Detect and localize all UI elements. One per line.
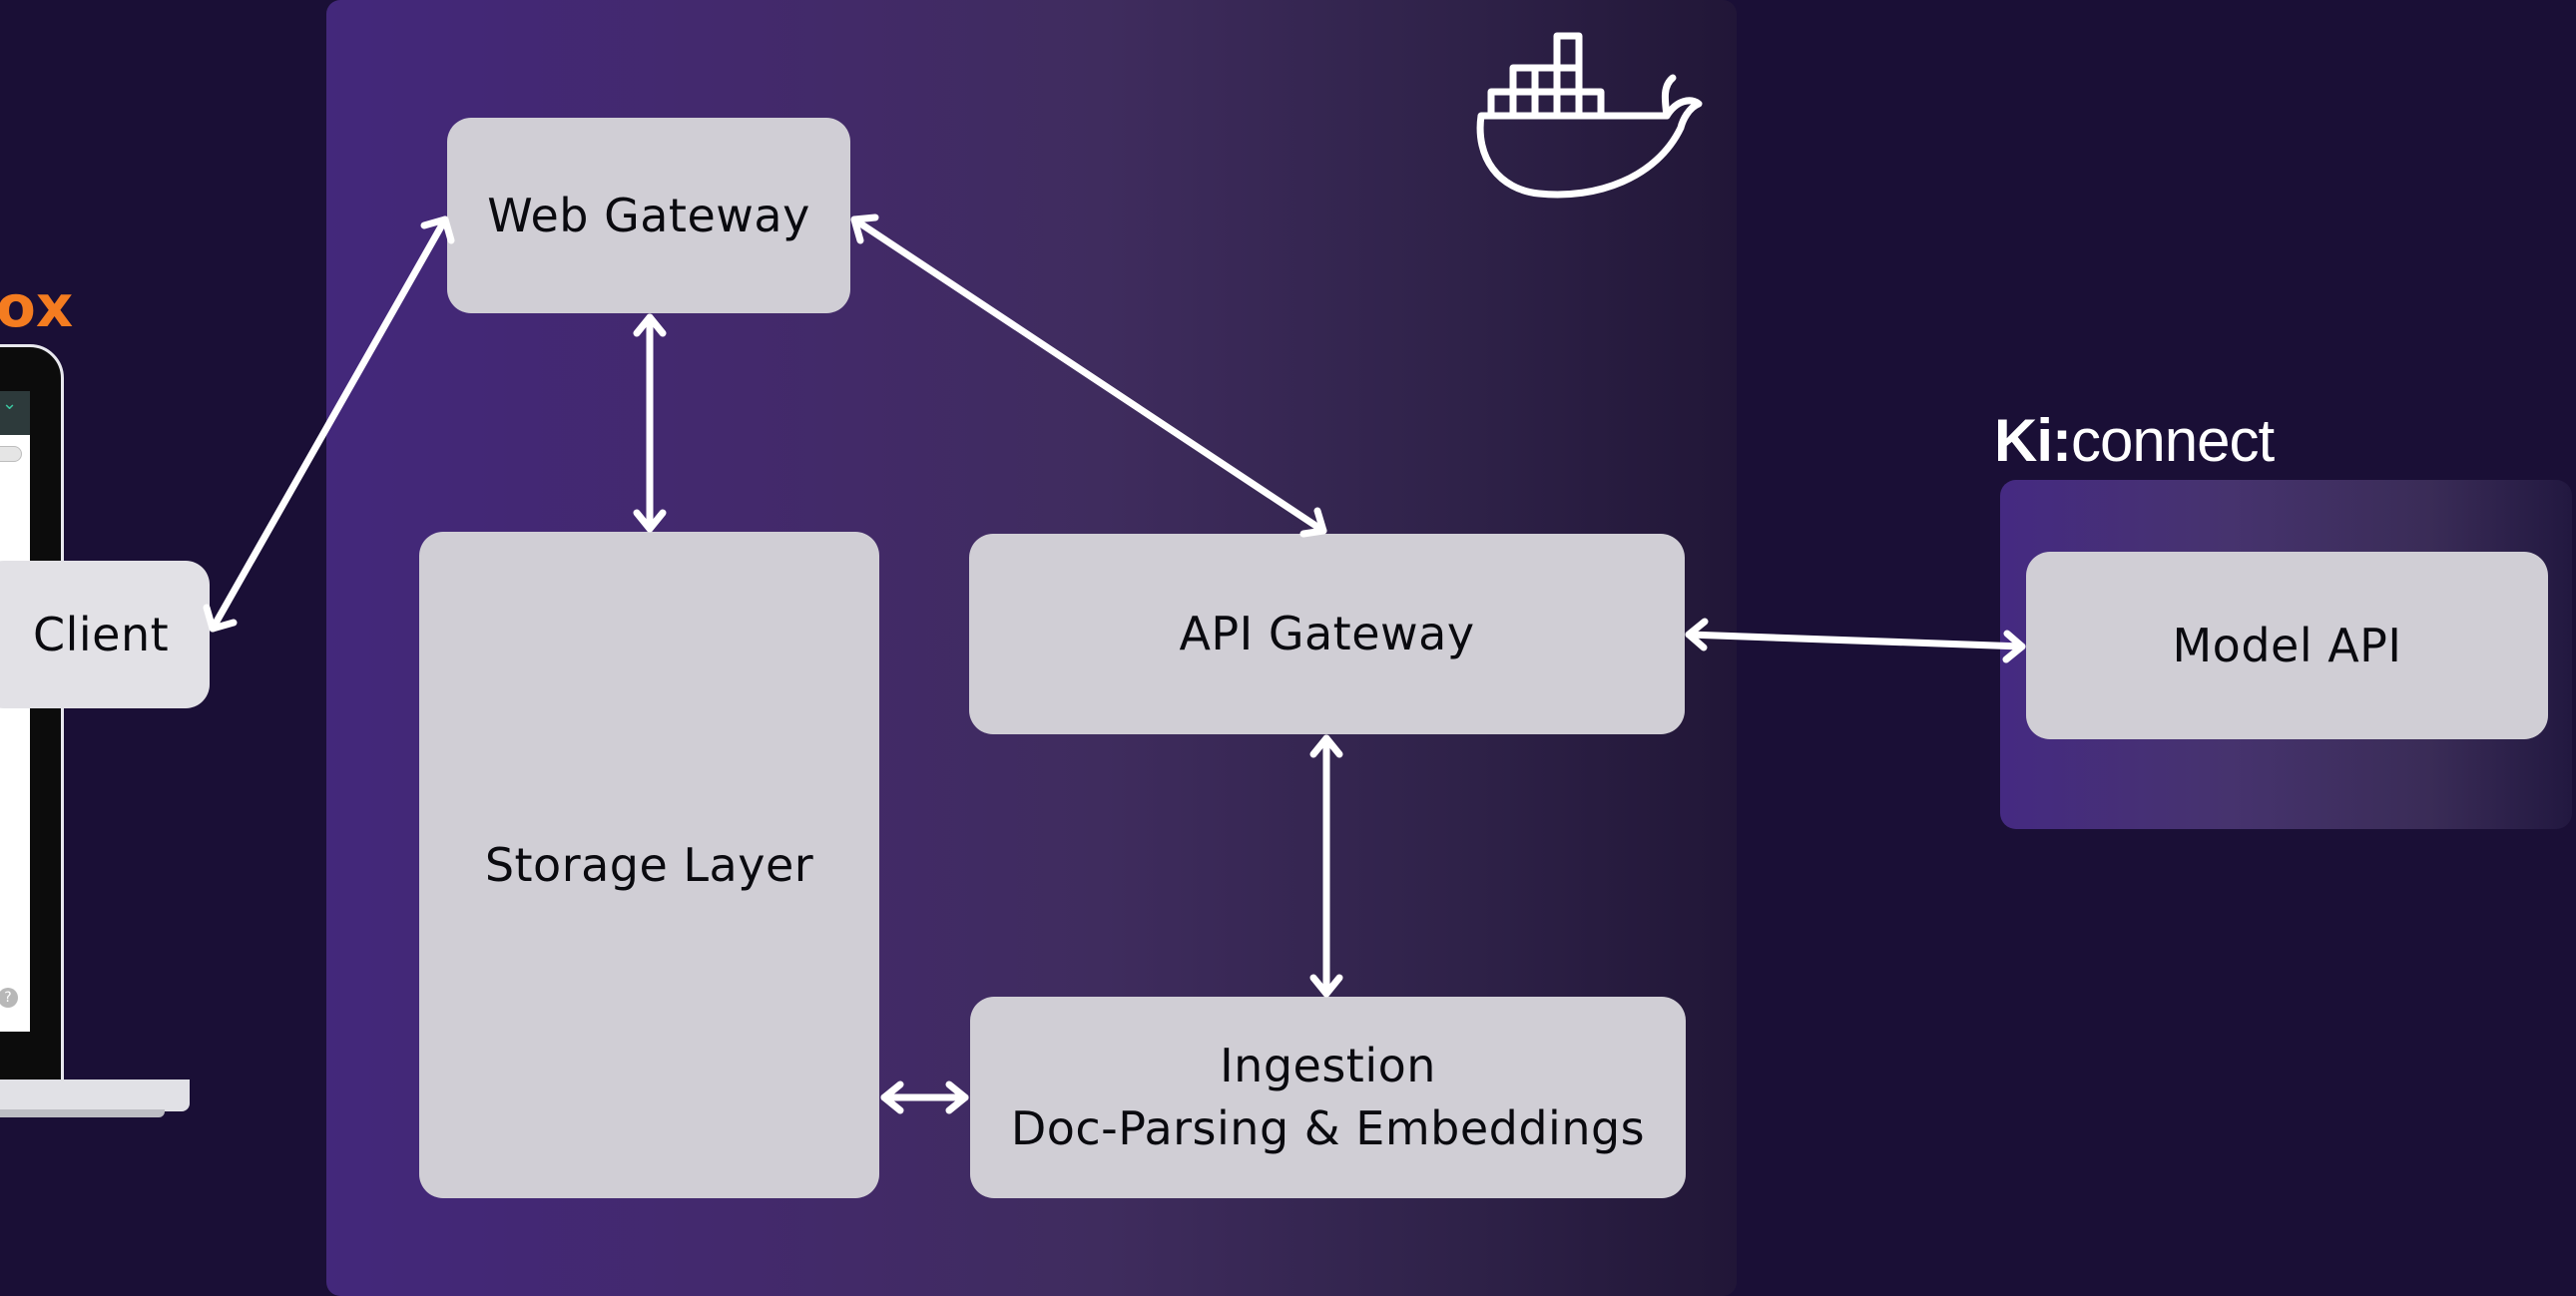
laptop-base [0,1080,190,1111]
help-icon: ? [0,988,18,1008]
api-gateway-label: API Gateway [1179,607,1475,661]
brand-logo-fragment: ox [0,272,74,340]
kiconnect-logo: Ki:connect [1994,411,2275,471]
client-node: Client [0,561,210,708]
storage-layer-label: Storage Layer [484,837,814,892]
laptop-base-shadow [0,1109,165,1117]
web-gateway-label: Web Gateway [487,188,810,242]
kiconnect-logo-bold: Ki: [1994,407,2072,474]
model-api-node: Model API [2026,552,2548,739]
docker-whale-icon [1476,32,1703,199]
toggle-icon [0,446,22,462]
chevron-down-icon: ⌄ [2,393,18,414]
model-api-label: Model API [2172,618,2402,672]
ingestion-label: Ingestion [1220,1039,1436,1093]
ingestion-node: Ingestion Doc-Parsing & Embeddings [970,997,1686,1198]
arrow-api-model [1685,618,2026,663]
api-gateway-node: API Gateway [969,534,1685,734]
ingestion-sublabel: Doc-Parsing & Embeddings [1010,1101,1646,1155]
kiconnect-logo-light: connect [2070,407,2275,474]
laptop-display [0,391,30,1032]
storage-layer-node: Storage Layer [419,532,879,1198]
laptop-app-topbar [0,391,30,435]
client-label: Client [33,607,170,661]
web-gateway-node: Web Gateway [447,118,850,313]
